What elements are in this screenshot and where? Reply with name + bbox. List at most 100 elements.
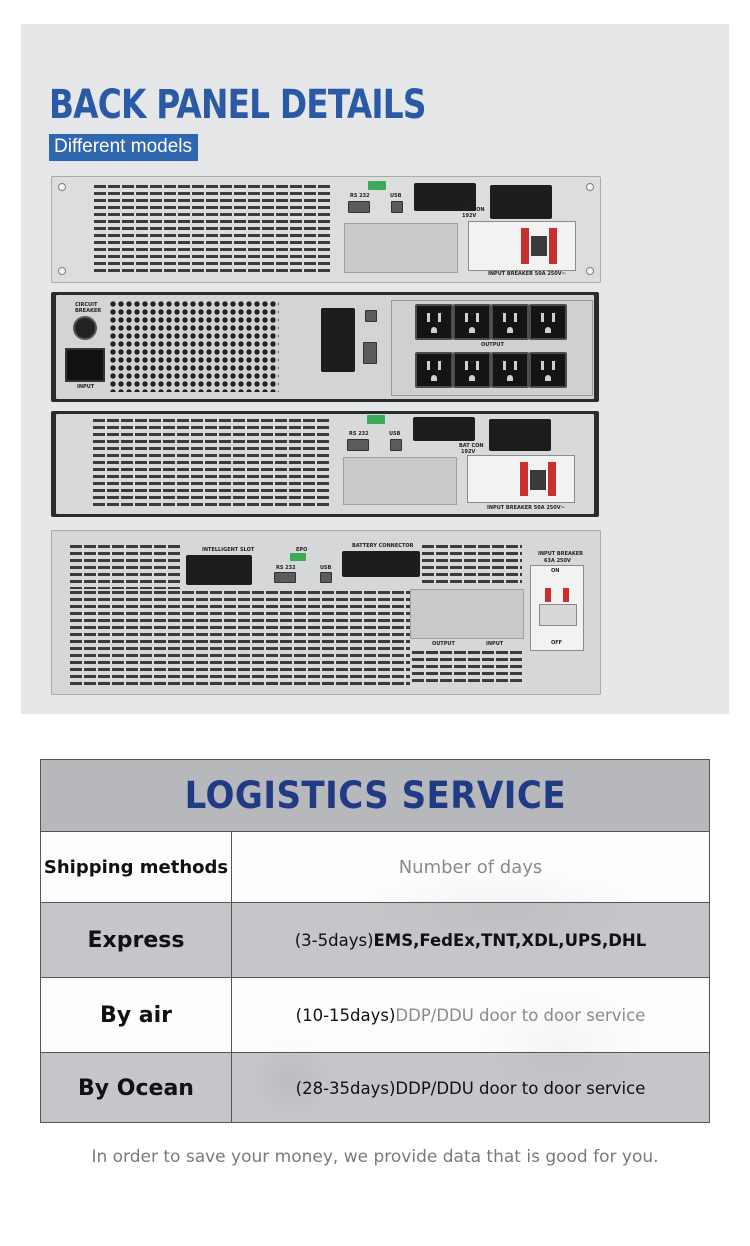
usb-label: USB [320,565,332,571]
breaker-off-label: OFF [551,640,563,646]
outlet-socket [491,304,529,340]
bat-con-label: BAT CON [459,443,484,449]
usb-label: USB [389,431,401,437]
epo-terminal [290,553,306,561]
screw [58,183,66,191]
rs232-port [348,201,370,213]
breaker-on-label: ON [551,568,560,574]
vent-grille [70,545,180,589]
outlet-socket [453,352,491,388]
days-cell: (10-15days)DDP/DDU door to door service [232,978,709,1052]
usb-port [391,201,403,213]
vent-grille [70,591,410,685]
vent-grille [412,651,524,685]
table-row: By Ocean (28-35days)DDP/DDU door to door… [41,1053,709,1122]
logistics-header: LOGISTICS SERVICE [41,760,709,832]
intelligent-slot-cover [490,185,552,219]
shipping-methods-text: Shipping methods [43,856,229,878]
usb-port [390,439,402,451]
table-row: Express (3-5days)EMS,FedEx,TNT,XDL,UPS,D… [41,903,709,978]
footer-note: In order to save your money, we provide … [91,1147,659,1167]
usb-port [365,310,377,322]
outlet-socket [529,304,567,340]
number-of-days-header: Number of days [232,832,709,902]
input-breaker [468,221,576,271]
method-cell: Express [41,903,232,977]
bat-voltage-label: 192V [462,213,477,219]
outlet-socket [415,304,453,340]
method-cell: By Ocean [41,1053,232,1122]
blank-plate [410,589,524,639]
battery-connector-label: BATTERY CONNECTOR [352,543,414,549]
back-panel-title: BACK PANEL DETAILS [49,82,427,128]
input-breaker-rating: 63A 250V [544,558,571,564]
ac-input-socket [65,348,105,382]
input-breaker-label: INPUT BREAKER 50A 250V~ [487,505,565,511]
input-box-label: INPUT [486,641,504,647]
intelligent-slot-label: INTELLIGENT SLOT [202,547,255,553]
vent-grille [94,185,330,273]
logistics-title: LOGISTICS SERVICE [184,774,566,817]
logistics-table: LOGISTICS SERVICE Shipping methods Numbe… [40,759,710,1123]
bat-con-label: BAT CON [460,207,485,213]
ups-rear-panel-3: RS 232 USB BAT CON 192V INPUT BREAKER 50… [51,411,599,517]
usb-label: USB [390,193,402,199]
outlet-socket [491,352,529,388]
blank-plate [343,457,457,505]
rs232-label: RS 232 [350,193,370,199]
input-breaker: ON OFF [530,565,584,651]
method-cell: By air [41,978,232,1052]
epo-terminal [367,415,385,424]
vent-grille [93,419,329,507]
screw [586,183,594,191]
number-of-days-text: Number of days [398,856,543,878]
intelligent-slot-cover [186,555,252,585]
battery-connector [413,417,475,441]
vent-grille [109,300,279,392]
output-label: OUTPUT [481,342,504,348]
rs232-label: RS 232 [349,431,369,437]
days-cell: (3-5days)EMS,FedEx,TNT,XDL,UPS,DHL [232,903,709,977]
days-prefix: (28-35days) [295,1079,396,1098]
ups-rear-panel-2: CIRCUIT BREAKER INPUT OUTPUT [51,292,599,402]
outlet-socket [529,352,567,388]
input-breaker-label: INPUT BREAKER [538,551,584,557]
method-text: By air [99,1002,172,1028]
output-box-label: OUTPUT [432,641,455,647]
method-text: Express [87,927,185,953]
rs232-port [274,572,296,583]
days-prefix: (3-5days) [294,930,374,950]
input-breaker [467,455,575,503]
days-prefix: (10-15days) [295,1005,396,1025]
days-detail: EMS,FedEx,TNT,XDL,UPS,DHL [373,930,647,950]
ups-rear-panel-4: INTELLIGENT SLOT EPO RS 232 USB BATTERY … [51,530,601,695]
days-detail: DDP/DDU door to door service [395,1005,646,1025]
vent-grille [422,545,522,585]
battery-connector [414,183,476,211]
outlet-socket [415,352,453,388]
input-breaker-label: INPUT BREAKER 50A 250V~ [488,271,566,277]
method-text: By Ocean [78,1076,194,1101]
screw [586,267,594,275]
epo-label: EPO [296,547,308,553]
days-cell: (28-35days)DDP/DDU door to door service [232,1053,709,1122]
table-header-row: Shipping methods Number of days [41,832,709,903]
days-detail: DDP/DDU door to door service [395,1079,646,1098]
epo-terminal [368,181,386,190]
battery-connector [342,551,420,577]
circuit-breaker-button [73,316,97,340]
table-row: By air (10-15days)DDP/DDU door to door s… [41,978,709,1053]
shipping-methods-header: Shipping methods [41,832,232,902]
bat-voltage-label: 192V [461,449,476,455]
models-tag: Different models [49,134,198,161]
ups-rear-panel-1: RS 232 USB BAT CON 192V INPUT BREAKER 50… [51,176,601,283]
intelligent-slot-cover [321,308,355,372]
rs232-port [347,439,369,451]
rs232-label: RS 232 [276,565,296,571]
blank-plate [344,223,458,273]
input-label: INPUT [77,384,95,390]
screw [58,267,66,275]
circuit-breaker-label: CIRCUIT BREAKER [75,302,102,314]
intelligent-slot-cover [489,419,551,451]
usb-port [320,572,332,583]
